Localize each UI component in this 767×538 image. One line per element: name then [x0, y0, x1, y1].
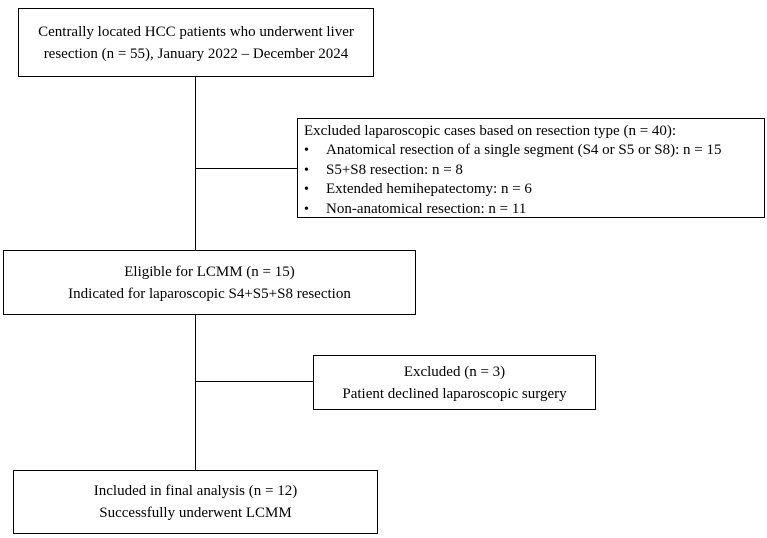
box-eligible-line2: Indicated for laparoscopic S4+S5+S8 rese…	[68, 285, 351, 302]
excluded-lap-item-text: Anatomical resection of a single segment…	[326, 142, 722, 158]
box-eligible: Eligible for LCMM (n = 15) Indicated for…	[3, 250, 416, 315]
connector-eligible-to-included	[195, 314, 196, 471]
box-start-line1: Centrally located HCC patients who under…	[38, 23, 354, 40]
excluded-lap-list: • Anatomical resection of a single segme…	[298, 141, 764, 219]
list-item: • Extended hemihepatectomy: n = 6	[298, 180, 764, 200]
excluded-lap-item-text: Extended hemihepatectomy: n = 6	[326, 181, 532, 197]
excluded-lap-title: Excluded laparoscopic cases based on res…	[304, 123, 677, 139]
box-excluded-laparoscopic: Excluded laparoscopic cases based on res…	[297, 118, 765, 218]
box-included: Included in final analysis (n = 12) Succ…	[13, 470, 378, 534]
box-start: Centrally located HCC patients who under…	[18, 8, 374, 77]
excluded-lap-item-text: S5+S8 resection: n = 8	[326, 161, 463, 178]
bullet-icon: •	[304, 143, 309, 158]
bullet-icon: •	[304, 162, 309, 178]
excluded-lap-item-text: Non-anatomical resection: n = 11	[326, 200, 527, 217]
bullet-icon: •	[304, 182, 309, 197]
connector-to-excluded-lap	[195, 168, 297, 169]
box-included-line2: Successfully underwent LCMM	[99, 505, 292, 521]
list-item: • Anatomical resection of a single segme…	[298, 141, 764, 161]
box-eligible-line1: Eligible for LCMM (n = 15)	[124, 263, 295, 280]
list-item: • S5+S8 resection: n = 8	[298, 161, 764, 181]
list-item: • Non-anatomical resection: n = 11	[298, 200, 764, 220]
box-excluded-declined: Excluded (n = 3) Patient declined laparo…	[313, 355, 596, 410]
connector-start-to-eligible	[195, 76, 196, 251]
box-excluded-declined-line1: Excluded (n = 3)	[403, 363, 506, 380]
box-start-line2: resection (n = 55), January 2022 – Decem…	[43, 45, 349, 62]
connector-to-excluded-declined	[195, 381, 313, 382]
box-excluded-declined-line2: Patient declined laparoscopic surgery	[342, 385, 567, 402]
bullet-icon: •	[304, 201, 309, 217]
box-included-line1: Included in final analysis (n = 12)	[93, 483, 298, 499]
